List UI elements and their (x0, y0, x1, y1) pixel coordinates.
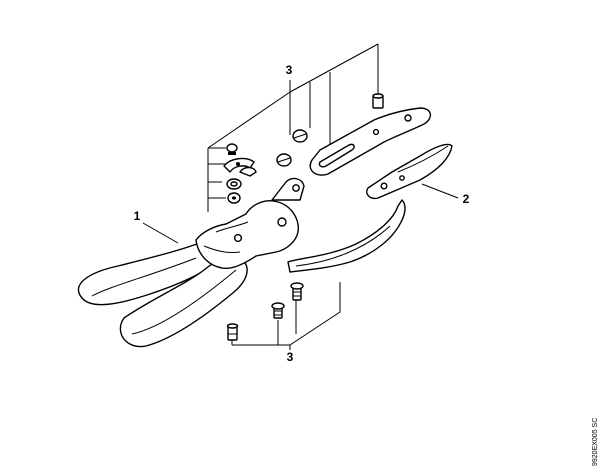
lower-jaw-body (287, 199, 406, 273)
lug-hole (292, 184, 300, 192)
callout-3-top: 3 (286, 63, 293, 77)
callout-1: 1 (134, 209, 141, 223)
pivot-hole (277, 217, 287, 227)
pin-bottom (226, 323, 239, 341)
spring-clip (223, 157, 257, 177)
blade-hole-2 (399, 175, 405, 181)
small-screw-top (226, 143, 238, 155)
lower-grip (119, 255, 248, 348)
pin-top-right (372, 93, 384, 109)
callout-2: 2 (463, 192, 470, 206)
bolt-bottom-2 (271, 302, 285, 319)
callout-3-bottom: 3 (287, 350, 294, 364)
spring-hole (233, 233, 243, 243)
screw-head-2 (276, 153, 292, 167)
screw-head-1 (292, 129, 308, 143)
nut-top (227, 192, 241, 204)
blade-body (366, 143, 453, 200)
handle-body (195, 200, 299, 270)
cutting-blade (366, 143, 453, 200)
linkage-plate-body (309, 107, 431, 176)
linkage-rivet (372, 128, 380, 136)
handle-lug (271, 177, 305, 201)
linkage-plate (309, 107, 431, 176)
lower-jaw (287, 199, 406, 273)
drawing-code: 9920EX005 SC (592, 418, 599, 466)
linkage-slot (318, 143, 355, 168)
fasteners-top (223, 93, 384, 204)
handle-assembly (77, 177, 305, 348)
linkage-hole (404, 114, 412, 122)
blade-hole-1 (380, 182, 388, 190)
bolt-bottom-1 (290, 282, 304, 301)
fasteners-bottom (226, 282, 304, 341)
leader-lines (142, 43, 459, 350)
washer-top (226, 178, 242, 190)
